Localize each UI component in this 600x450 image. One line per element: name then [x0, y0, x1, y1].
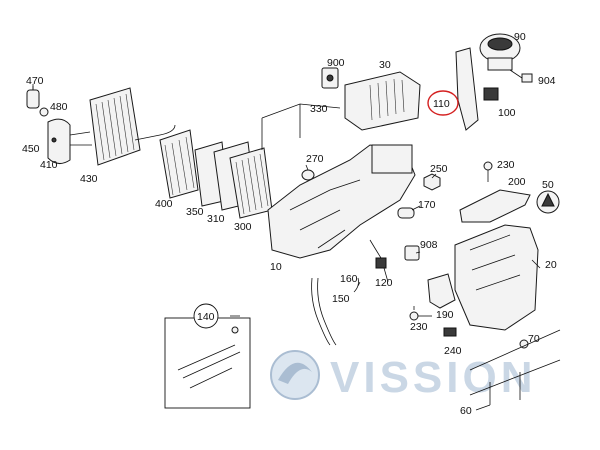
label-70: 70 [528, 333, 540, 345]
highlight-ring-110 [427, 90, 459, 116]
label-50: 50 [542, 179, 554, 191]
label-400: 400 [155, 198, 173, 210]
label-410: 410 [40, 159, 58, 171]
label-190: 190 [436, 309, 454, 321]
part-240-clip [443, 327, 457, 337]
part-190-actuator [427, 273, 456, 309]
label-10: 10 [270, 261, 282, 273]
label-900: 900 [327, 57, 345, 69]
label-430: 430 [80, 173, 98, 185]
label-140: 140 [197, 311, 215, 323]
part-480-clip [39, 107, 49, 117]
part-70-screw [519, 339, 529, 349]
part-230-screw-bottom [409, 306, 419, 321]
label-230-bottom: 230 [410, 321, 428, 333]
part-410-bracket [47, 118, 71, 164]
part-400-evaporator [159, 129, 199, 199]
watermark: VISSION [270, 350, 537, 402]
part-50-motor [536, 190, 560, 214]
label-60: 60 [460, 405, 472, 417]
label-470: 470 [26, 75, 44, 87]
label-160: 160 [340, 273, 358, 285]
label-908: 908 [420, 239, 438, 251]
part-110-duct [455, 47, 479, 131]
label-270: 270 [306, 153, 324, 165]
label-120: 120 [375, 277, 393, 289]
part-170-tube [397, 207, 415, 219]
label-90: 90 [514, 31, 526, 43]
label-480: 480 [50, 101, 68, 113]
label-450: 450 [22, 143, 40, 155]
label-240: 240 [444, 345, 462, 357]
part-904-connector [509, 69, 533, 83]
part-300-filter [229, 147, 273, 219]
label-100: 100 [498, 107, 516, 119]
part-908-sensor [404, 245, 420, 261]
part-270-flap [301, 169, 315, 181]
label-230-top: 230 [497, 159, 515, 171]
part-140-inset [164, 317, 251, 409]
part-200-linkage [459, 189, 531, 223]
label-350: 350 [186, 206, 204, 218]
label-110: 110 [433, 98, 450, 110]
label-300: 300 [234, 221, 252, 233]
part-labels: 470 480 450 410 430 400 350 310 300 900 … [22, 31, 557, 417]
label-250: 250 [430, 163, 448, 175]
part-100-resistor [483, 87, 499, 101]
leader-lines [32, 86, 541, 411]
part-30-control-unit [344, 71, 421, 131]
part-120-actuator [369, 239, 387, 269]
part-230-screw-top [483, 161, 493, 182]
part-20-distributor [454, 224, 539, 331]
label-30: 30 [379, 59, 391, 71]
label-330: 330 [310, 103, 328, 115]
label-20: 20 [545, 259, 557, 271]
part-430-heater-core [69, 87, 176, 166]
part-150-drain [311, 277, 337, 346]
part-90-blower-motor [479, 33, 521, 71]
watermark-text: VISSION [330, 353, 537, 402]
label-904: 904 [538, 75, 556, 87]
label-170: 170 [418, 199, 436, 211]
part-330-cable [261, 103, 341, 150]
part-60-plate [469, 329, 561, 405]
part-900-bracket [321, 67, 339, 89]
callout-140 [193, 303, 219, 329]
label-150: 150 [332, 293, 350, 305]
part-250-nut [423, 173, 441, 191]
label-200: 200 [508, 176, 526, 188]
watermark-logo [270, 350, 320, 400]
label-310: 310 [207, 213, 225, 225]
part-10-housing [267, 144, 416, 259]
